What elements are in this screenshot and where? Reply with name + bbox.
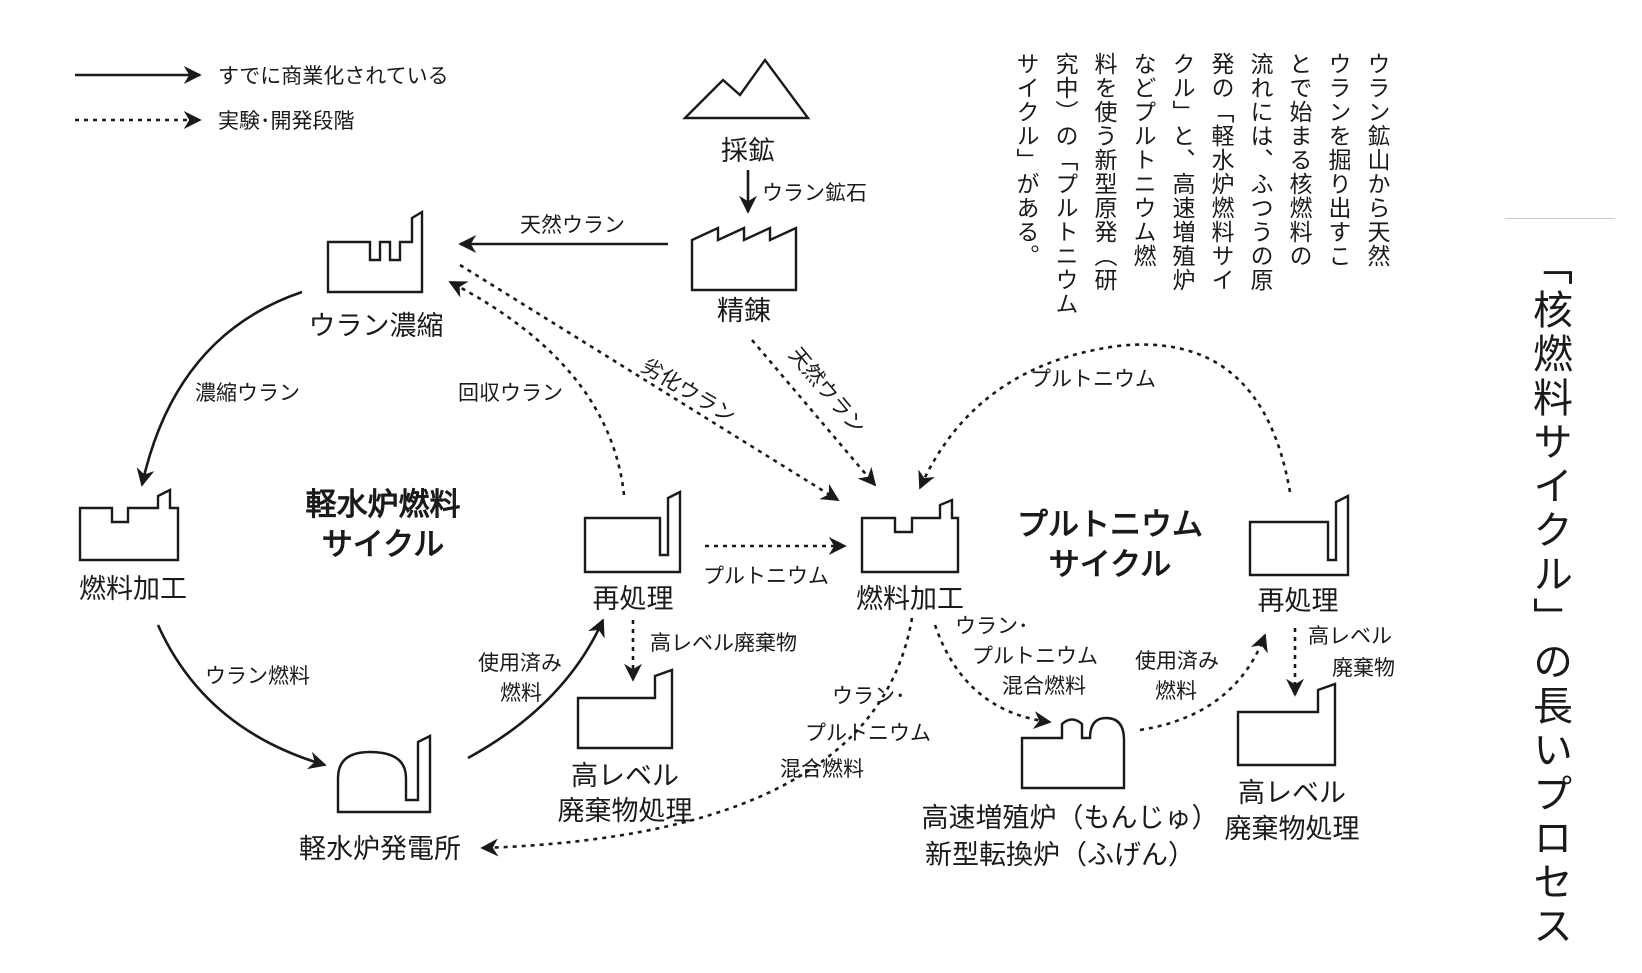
page-title: 「核燃料サイクル」の長いプロセス: [1526, 245, 1572, 949]
description-line-10: サイクル」がある。: [1012, 52, 1038, 268]
edge-hlw-waste-right-line1: 高レベル: [1308, 624, 1392, 648]
edge-plutonium-mid-label: プルトニウム: [703, 564, 829, 588]
node-mining: 採鉱: [721, 136, 775, 167]
edge-spent-fuel-left-line1: 使用済み: [478, 651, 562, 675]
fabrication-left-icon: [78, 488, 180, 562]
edge-natural-uranium-diag-label: 天然ウラン: [784, 343, 870, 439]
description-line-1: ウラン鉱山から天然: [1363, 52, 1389, 268]
edge-natural-uranium-label: 天然ウラン: [520, 213, 625, 237]
edge-mox-right-line2: プルトニウム: [972, 644, 1098, 668]
edge-spent-fuel-right-line1: 使用済み: [1135, 649, 1219, 673]
edge-mox-right-line1: ウラン･: [955, 614, 1029, 638]
edge-hlw-waste-left-label: 高レベル廃棄物: [650, 631, 797, 655]
node-reprocessing-left: 再処理: [593, 584, 674, 615]
node-fbr-line2: 新型転換炉（ふげん）: [925, 840, 1195, 871]
edge-hlw-waste-right-line2: 廃棄物: [1332, 656, 1395, 680]
description-line-5: 発の「軽水炉燃料サイ: [1207, 52, 1233, 292]
edge-mox-left-line2: プルトニウム: [805, 721, 931, 745]
description-line-8: 料を使う新型原発（研: [1090, 52, 1116, 292]
edge-enriched-uranium-arrow: [136, 290, 303, 487]
cycle-lwr-line1: 軽水炉燃料: [306, 487, 461, 523]
reprocessing-left-icon: [583, 490, 682, 574]
node-refining: 精錬: [717, 296, 771, 327]
hlw-right-icon: [1236, 682, 1337, 767]
edge-depleted-uranium-arrow: [459, 263, 840, 502]
edge-mox-right-line3: 混合燃料: [1002, 674, 1086, 698]
description-line-2: ウランを掘り出すこ: [1324, 52, 1350, 268]
edge-spent-fuel-left-line2: 燃料: [500, 681, 542, 705]
edge-uranium-ore-label: ウラン鉱石: [762, 181, 867, 205]
enrichment-plant-icon: [326, 209, 424, 294]
edge-plutonium-top-arrow: [918, 343, 1292, 493]
cycle-pu-line1: プルトニウム: [1017, 507, 1203, 543]
description-line-6: クル」と、高速増殖炉: [1168, 52, 1194, 292]
node-hlw-left-line1: 高レベル: [571, 761, 679, 792]
hlw-left-icon: [576, 668, 674, 750]
edge-spent-fuel-right-arrow: [1139, 633, 1268, 732]
edge-mox-right-arrow: [933, 624, 1052, 730]
node-fabrication-center: 燃料加工: [856, 584, 964, 615]
edge-uranium-fuel-label: ウラン燃料: [205, 664, 310, 688]
cycle-pu-line2: サイクル: [1049, 547, 1171, 583]
node-fbr-line1: 高速増殖炉（もんじゅ）: [922, 803, 1219, 834]
edge-enriched-uranium-label: 濃縮ウラン: [195, 381, 300, 405]
node-lwr-plant: 軽水炉発電所: [299, 834, 461, 865]
legend-experimental-label: 実験･開発段階: [218, 109, 355, 133]
legend-commercial-label: すでに商業化されている: [218, 64, 449, 88]
edge-depleted-uranium-label: 劣化ウラン: [637, 354, 739, 429]
fbr-icon: [1020, 716, 1126, 790]
legend: すでに商業化されている 実験･開発段階: [75, 64, 449, 133]
edge-mox-left-line3: 混合燃料: [780, 757, 864, 781]
edge-mox-left-line1: ウラン･: [832, 684, 906, 708]
mountain-icon: [682, 57, 811, 120]
node-hlw-right-line1: 高レベル: [1238, 778, 1346, 809]
edge-plutonium-top-label: プルトニウム: [1030, 367, 1156, 391]
edge-mox-left-arrow: [480, 617, 914, 857]
edge-spent-fuel-right-line2: 燃料: [1155, 679, 1197, 703]
edge-spent-fuel-left-arrow: [467, 618, 605, 760]
description-line-3: とで始まる核燃料の: [1285, 52, 1311, 268]
description-line-4: 流れには、ふつうの原: [1246, 52, 1272, 292]
fabrication-center-icon: [860, 498, 960, 574]
edge-uranium-fuel-arrow: [156, 624, 327, 770]
refinery-icon: [690, 226, 798, 292]
divider-rule: [1505, 218, 1615, 219]
reprocessing-right-icon: [1248, 494, 1350, 577]
node-fabrication-left: 燃料加工: [79, 574, 187, 605]
description-line-9: 究中）の「プルトニウム: [1051, 52, 1077, 316]
node-hlw-right-line2: 廃棄物処理: [1225, 814, 1360, 845]
node-reprocessing-right: 再処理: [1258, 586, 1339, 617]
cycle-lwr-line2: サイクル: [322, 527, 444, 563]
node-hlw-left-line2: 廃棄物処理: [558, 796, 693, 827]
description-line-7: などプルトニウム燃: [1129, 52, 1155, 268]
node-enrichment: ウラン濃縮: [309, 311, 444, 342]
edge-recovered-uranium-label: 回収ウラン: [458, 381, 563, 405]
lwr-plant-icon: [336, 734, 432, 814]
